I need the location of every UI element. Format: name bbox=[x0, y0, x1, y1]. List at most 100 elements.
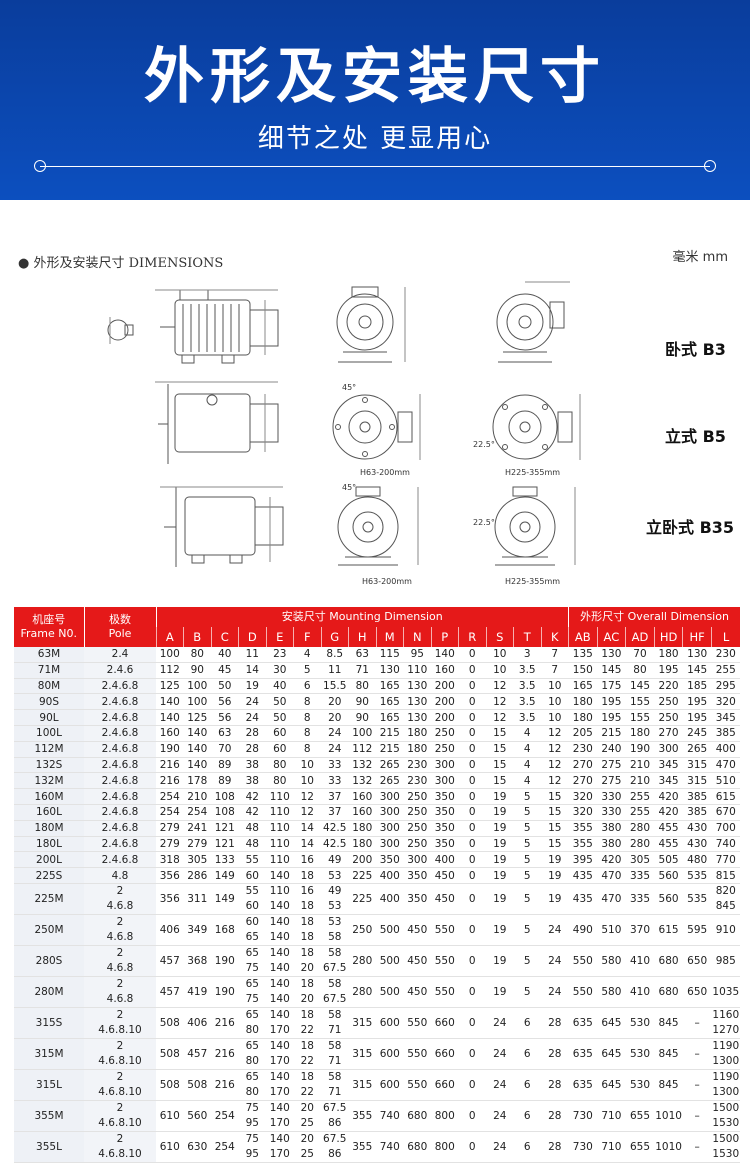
value-line: 25 bbox=[300, 1116, 314, 1129]
value-cell: 265 bbox=[376, 772, 404, 790]
value-cell: 100 bbox=[183, 678, 211, 695]
pole-cell: 2.4.6.8 bbox=[84, 757, 156, 774]
value-cell: 645 bbox=[597, 1007, 626, 1039]
value-cell: 241 bbox=[183, 820, 211, 837]
value-line: 58 bbox=[328, 946, 342, 959]
value-cell: 280 bbox=[625, 820, 655, 837]
value-cell: 4 bbox=[513, 741, 541, 758]
value-cell: 250 bbox=[403, 788, 431, 805]
value-line: 140 bbox=[269, 992, 290, 1005]
value-cell: 535 bbox=[682, 883, 712, 915]
value-cell: 175 bbox=[597, 678, 626, 695]
value-cell: 550 bbox=[431, 945, 459, 977]
value-line: 18 bbox=[300, 946, 314, 959]
value-cell: 10 bbox=[486, 662, 514, 679]
value-cell: 410 bbox=[625, 945, 655, 977]
value-cell: 550 bbox=[403, 1007, 431, 1039]
value-cell: 50 bbox=[266, 693, 294, 711]
value-cell: 70 bbox=[625, 647, 655, 663]
value-cell: 635 bbox=[568, 1069, 598, 1101]
frame-cell: 132M bbox=[14, 772, 84, 790]
value-cell: 0 bbox=[458, 757, 486, 774]
value-cell: 315 bbox=[682, 757, 712, 774]
value-cell: 500 bbox=[376, 914, 404, 946]
value-cell: 345 bbox=[654, 757, 683, 774]
value-line: 140 bbox=[269, 915, 290, 928]
value-cell: 216 bbox=[211, 1007, 239, 1039]
value-cell: 230 bbox=[403, 757, 431, 774]
frame-header: 机座号 Frame N0. bbox=[14, 607, 84, 647]
value-cell: 250 bbox=[654, 693, 683, 711]
value-cell: 121 bbox=[211, 836, 239, 853]
value-cell: 160 bbox=[348, 788, 376, 805]
value-cell: 49 bbox=[321, 851, 349, 869]
value-line: 22 bbox=[300, 1085, 314, 1098]
value-cell: 508 bbox=[156, 1007, 184, 1039]
value-cell: 280 bbox=[348, 976, 376, 1008]
value-line: 1190 bbox=[712, 1039, 740, 1052]
value-cell: 350 bbox=[431, 804, 459, 821]
b35-side-view bbox=[160, 486, 284, 567]
value-cell: 19 bbox=[486, 945, 514, 977]
value-line: 2 bbox=[116, 946, 124, 959]
value-cell: 195 bbox=[682, 709, 712, 726]
value-cell: 180 bbox=[403, 741, 431, 758]
column-header-n: N bbox=[403, 627, 431, 647]
value-cell: 190 bbox=[211, 945, 239, 977]
value-cell: 8 bbox=[293, 693, 321, 711]
value-cell: 10 bbox=[293, 757, 321, 774]
value-cell: 130 bbox=[403, 693, 431, 711]
value-cell: 38 bbox=[238, 772, 266, 790]
value-cell: 165 bbox=[376, 693, 404, 711]
value-cell: 28 bbox=[541, 1038, 569, 1070]
frame-cell: 315L bbox=[14, 1069, 84, 1101]
value-cell: 89 bbox=[211, 772, 239, 790]
value-line: 1530 bbox=[712, 1147, 740, 1160]
value-cell: 610 bbox=[156, 1100, 184, 1132]
value-cell: 0 bbox=[458, 1038, 486, 1070]
value-cell: 56 bbox=[211, 709, 239, 726]
angle-label-2: 45° bbox=[342, 483, 356, 492]
value-line: 65 bbox=[245, 1039, 259, 1052]
value-cell: 355 bbox=[568, 820, 598, 837]
value-cell: 5 bbox=[513, 976, 541, 1008]
value-cell: 40 bbox=[266, 678, 294, 695]
value-line: 2 bbox=[116, 1008, 124, 1021]
column-header-g: G bbox=[320, 627, 349, 647]
frame-cell: 280M bbox=[14, 976, 84, 1008]
motor-drawings-svg: H63-200mm H225-355mm H63-200mm H225-355m… bbox=[107, 281, 581, 586]
value-cell: 112 bbox=[156, 662, 184, 679]
value-cell: 265 bbox=[682, 741, 712, 758]
value-cell: 10 bbox=[486, 647, 514, 663]
value-cell: – bbox=[682, 1100, 712, 1132]
frame-cell: 160M bbox=[14, 788, 84, 805]
value-cell: 12 bbox=[541, 757, 569, 774]
range-label-1: H63-200mm bbox=[360, 468, 410, 477]
value-cell: 250 bbox=[403, 836, 431, 853]
value-line: 65 bbox=[245, 1070, 259, 1083]
value-cell: 0 bbox=[458, 1007, 486, 1039]
value-cell: 110 bbox=[266, 836, 294, 853]
value-cell: 530 bbox=[625, 1007, 655, 1039]
value-cell: 8 bbox=[293, 741, 321, 758]
frame-cell: 90L bbox=[14, 709, 84, 726]
value-cell: 550 bbox=[403, 1069, 431, 1101]
value-cell: 90 bbox=[183, 662, 211, 679]
value-cell: 300 bbox=[376, 804, 404, 821]
value-cell: 6 bbox=[293, 678, 321, 695]
value-cell: 140 bbox=[183, 725, 211, 742]
value-cell: 15.5 bbox=[321, 678, 349, 695]
value-cell: 356 bbox=[156, 883, 184, 915]
value-cell: 19 bbox=[541, 867, 569, 884]
value-cell: 14 bbox=[238, 662, 266, 679]
b5-side-view bbox=[155, 381, 279, 464]
